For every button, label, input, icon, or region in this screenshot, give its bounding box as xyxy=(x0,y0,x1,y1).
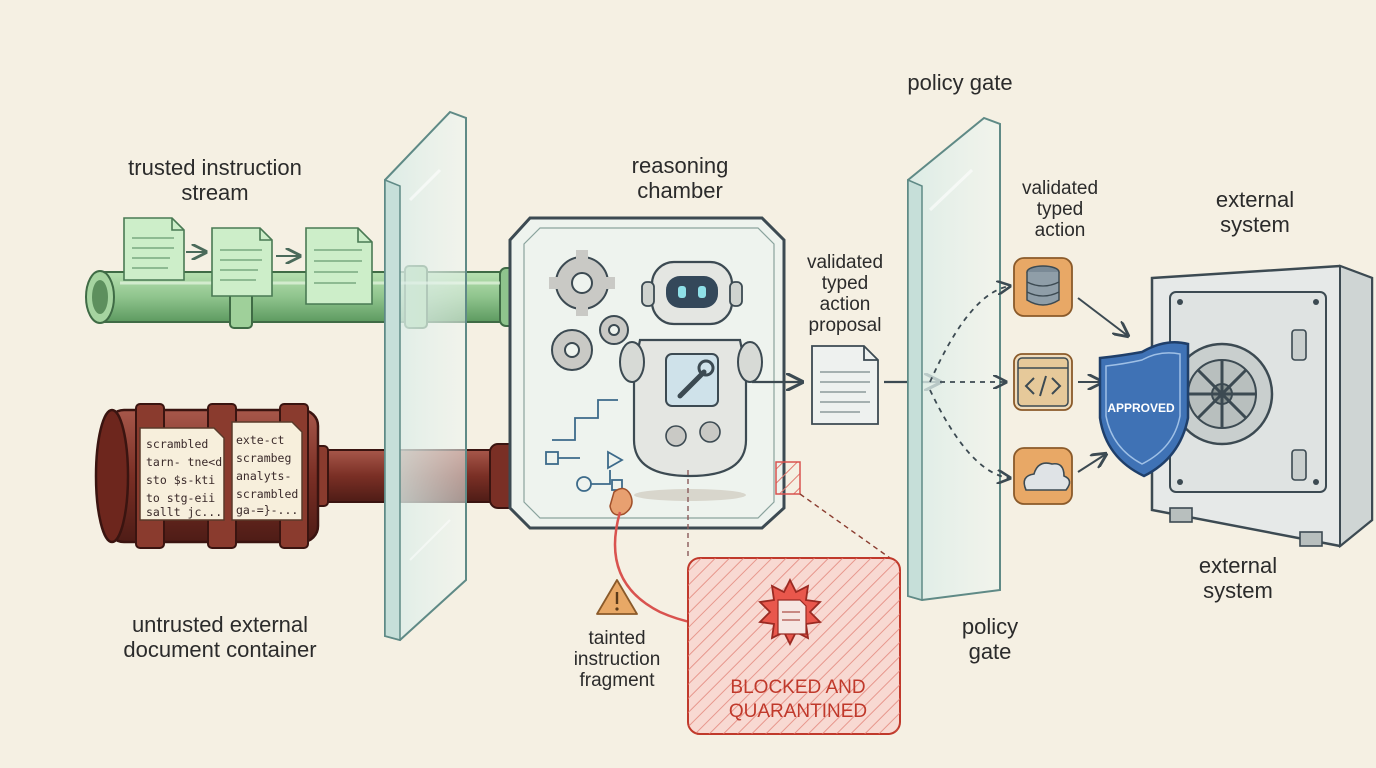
external-system-top-label: external system xyxy=(1215,187,1295,237)
gate-branches xyxy=(929,286,1010,478)
scrambled-line: sallt jc... xyxy=(146,505,222,519)
scrambled-line: sto $s-kti xyxy=(146,473,215,487)
policy-gate-top-label: policy gate xyxy=(907,70,1013,95)
gear-icon xyxy=(599,315,629,345)
trusted-doc-3 xyxy=(305,227,373,305)
scrambled-line: scrambled xyxy=(236,487,298,501)
trusted-stream-label: trusted instruction stream xyxy=(128,155,302,205)
scrambled-line: to stg-eii xyxy=(146,491,215,505)
database-icon xyxy=(1013,257,1073,317)
validated-proposal-label: validated typed action proposal xyxy=(806,252,884,336)
untrusted-barrel xyxy=(94,403,533,549)
policy-gate-bottom-label: policy gate xyxy=(961,614,1019,664)
untrusted-container-label: untrusted external document container xyxy=(123,612,317,662)
tainted-blob xyxy=(609,487,633,516)
wrench-icon xyxy=(665,353,719,407)
gear-icon xyxy=(549,250,615,316)
quarantine-marker xyxy=(775,461,801,495)
shield-icon: APPROVED xyxy=(1098,341,1190,478)
left-glass-wall xyxy=(384,110,467,642)
trusted-doc-1 xyxy=(123,217,185,281)
quarantine-dash-right xyxy=(799,493,891,559)
tile-to-vault-arrows xyxy=(1077,297,1128,473)
validated-action-label: validated typed action xyxy=(1021,178,1099,241)
warning-icon xyxy=(596,579,638,615)
scrambled-text-left: scrambled tarn- tne<d sto $s-kti to stg-… xyxy=(146,437,222,519)
blocked-label: BLOCKED AND QUARANTINED xyxy=(728,677,868,722)
gear-icon xyxy=(551,329,593,371)
code-icon xyxy=(1013,353,1073,411)
proposal-document-icon xyxy=(811,345,879,425)
reasoning-chamber-label: reasoning chamber xyxy=(631,153,729,203)
shield-label: APPROVED xyxy=(1107,401,1175,415)
external-system-bottom-label: external system xyxy=(1198,553,1278,603)
trusted-doc-2 xyxy=(211,227,273,297)
scrambled-line: exte-ct xyxy=(236,433,284,447)
scrambled-line: scrambled xyxy=(146,437,208,451)
scrambled-text-right: exte-ct scrambeg analyts- scrambled ga-=… xyxy=(236,433,298,517)
cloud-icon xyxy=(1013,447,1073,505)
scrambled-line: ga-=}-... xyxy=(236,503,298,517)
scrambled-line: scrambeg xyxy=(236,451,291,465)
scrambled-line: analyts- xyxy=(236,469,291,483)
tainted-fragment-label: tainted instruction fragment xyxy=(573,628,661,691)
policy-gate-wall xyxy=(907,116,1001,602)
quarantine-box xyxy=(687,557,901,735)
scrambled-line: tarn- tne<d xyxy=(146,455,222,469)
